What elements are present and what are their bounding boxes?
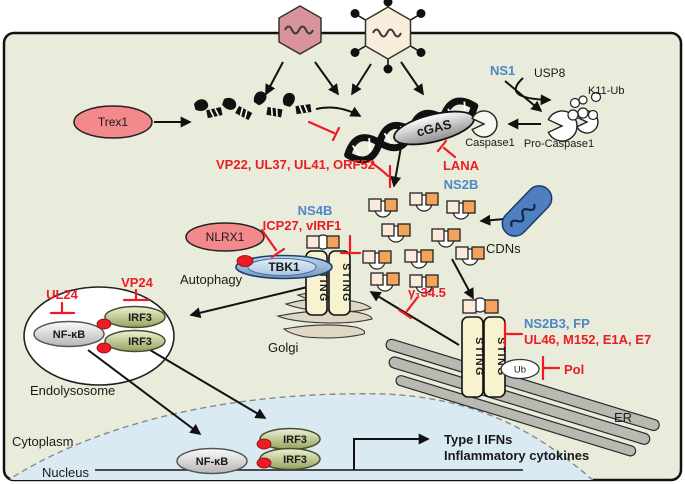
cdn-orange-unit	[326, 235, 340, 249]
gamma-label: γ₁34.5	[408, 285, 446, 300]
tbk1-complex: TBK1	[235, 254, 333, 280]
ns1-label: NS1	[490, 63, 515, 78]
k11-ub-label: K11-Ub	[588, 85, 624, 97]
phospho-dot	[96, 342, 112, 354]
spiked-virus	[350, 0, 426, 74]
ul46-group-label: UL46, M152, E1A, E7	[524, 332, 651, 347]
bacterium-capsule	[501, 185, 553, 237]
cdn-cream-unit	[462, 299, 477, 314]
irf3-label-nucleus-2: IRF3	[283, 454, 307, 466]
nucleus-label: Nucleus	[42, 465, 89, 480]
ns2b3-fp-label: NS2B3, FP	[524, 316, 590, 331]
nlrx1-inhibit-tbk1	[260, 228, 278, 252]
gamma-inhibit-trafficking	[405, 296, 419, 313]
transcription-arrow	[353, 433, 430, 470]
irf3-label-endo-2: IRF3	[128, 336, 152, 348]
irf3-label-nucleus-1: IRF3	[283, 434, 307, 446]
k11-ubiquitin-chain	[567, 91, 602, 121]
nfkb-label-endo: NF-κB	[53, 329, 85, 341]
sting-dimer-er: STING STING Ub	[461, 297, 540, 398]
ns4b-label: NS4B	[298, 203, 333, 218]
nfkb-label-nucleus: NF-κB	[196, 456, 228, 468]
virus2-entry-arrow-left	[351, 63, 372, 96]
nucleus-contents: NF-κB IRF3 IRF3	[176, 427, 321, 475]
caspase1-label: Caspase1	[465, 137, 515, 149]
lana-inhibit-cgas	[442, 146, 457, 159]
dsdna-helix: cGAS	[344, 97, 479, 164]
endolysosome-contents: NF-κB IRF3 IRF3	[33, 305, 166, 354]
phospho-dot	[236, 255, 254, 267]
pro-caspase1-complex	[547, 91, 602, 142]
ub-label: Ub	[514, 365, 526, 376]
irf3-label-endo-1: IRF3	[128, 312, 152, 324]
phospho-dot	[256, 438, 272, 450]
caspase1-pacman	[471, 110, 498, 138]
cdns-to-er-sting-arrow	[451, 258, 474, 300]
trex1-label: Trex1	[98, 115, 129, 129]
tbk1-label: TBK1	[268, 260, 300, 274]
vp24-label: VP24	[121, 275, 154, 290]
nlrx1-oval	[185, 222, 265, 252]
fragments-to-cgas-arrow	[315, 106, 362, 117]
icp27-virf1-label: ICP27, vIRF1	[263, 218, 342, 233]
autophagy-arrow	[189, 283, 321, 319]
lana-label: LANA	[443, 158, 480, 173]
pathway-arrows	[87, 61, 552, 471]
bacterium-to-cdns-arrow	[479, 214, 506, 226]
cdn-cream-unit	[306, 235, 320, 249]
sting-label-golgi-2: STING	[340, 263, 352, 303]
endolysosome-to-irf3-arrow	[149, 349, 267, 419]
cdns-label: CDNs	[486, 241, 521, 256]
er-membrane	[385, 338, 660, 457]
virus2-entry-arrow-right	[400, 61, 424, 96]
cytoplasm-label: Cytoplasm	[12, 434, 73, 449]
cgas-to-cdns-arrow	[390, 146, 402, 188]
trex1-oval	[73, 105, 153, 139]
nuclear-envelope-dashed	[4, 393, 596, 480]
inhibition-marks	[49, 120, 561, 381]
cgas-enzyme: cGAS	[393, 110, 475, 146]
ubiquitin-oval	[500, 358, 540, 380]
inflammatory-cytokines-label: Inflammatory cytokines	[444, 448, 589, 463]
golgi-label: Golgi	[268, 340, 298, 355]
virus1-entry-arrow-right	[314, 61, 339, 96]
phospho-dot	[256, 457, 272, 469]
cdn-orange-unit	[484, 299, 499, 314]
vp22-inhibit-sensing	[307, 120, 336, 135]
nlrx1-label: NLRX1	[206, 230, 245, 244]
vp22-group-label: VP22, UL37, UL41, ORF52	[216, 157, 375, 172]
virus1-entry-arrow-left	[265, 61, 284, 96]
autophagy-label: Autophagy	[180, 272, 243, 287]
endolysosome-label: Endolysosome	[30, 383, 115, 398]
endolysosome-to-nfkb-arrow	[87, 349, 202, 435]
sting-label-er-1: STING	[473, 337, 485, 377]
ul24-label: UL24	[46, 287, 79, 302]
phospho-dot	[96, 318, 112, 330]
pro-caspase1-label: Pro-Caspase1	[524, 138, 594, 150]
ns2b-label: NS2B	[444, 177, 479, 192]
usp8-arrow	[514, 77, 552, 106]
pol-label: Pol	[564, 362, 584, 377]
usp8-label: USP8	[534, 66, 566, 80]
type-i-ifns-label: Type I IFNs	[444, 432, 512, 447]
vp22-inhibit-cgas	[370, 161, 390, 178]
er-label: ER	[614, 410, 632, 425]
enveloped-virus	[278, 5, 322, 55]
er-to-golgi-sting-arrow	[369, 291, 460, 346]
